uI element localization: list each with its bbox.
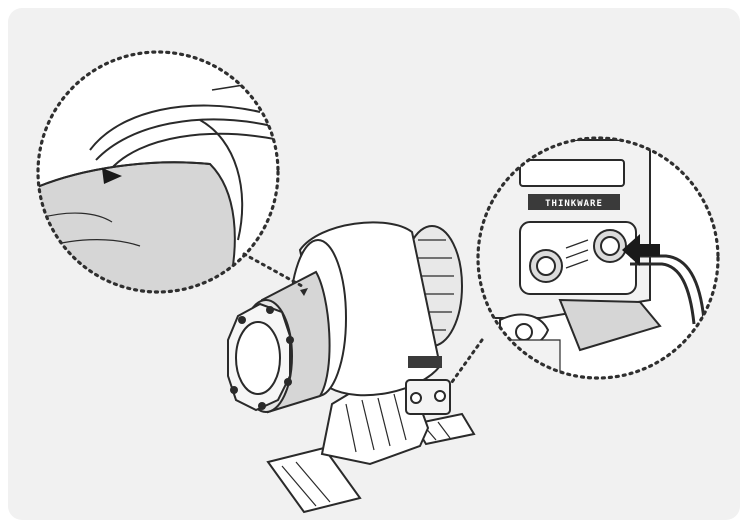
arrow-icon bbox=[622, 234, 660, 266]
camera-body bbox=[227, 270, 331, 414]
callout-alignment-detail bbox=[36, 50, 280, 294]
camera-unit bbox=[227, 221, 476, 514]
label-plate-text: THINKWARE bbox=[545, 199, 603, 209]
leader-line-right bbox=[450, 338, 484, 384]
leader-line-left bbox=[242, 252, 304, 288]
triangle-arrow-icon bbox=[102, 168, 122, 184]
callout-port-detail: THINKWARE bbox=[476, 136, 720, 380]
